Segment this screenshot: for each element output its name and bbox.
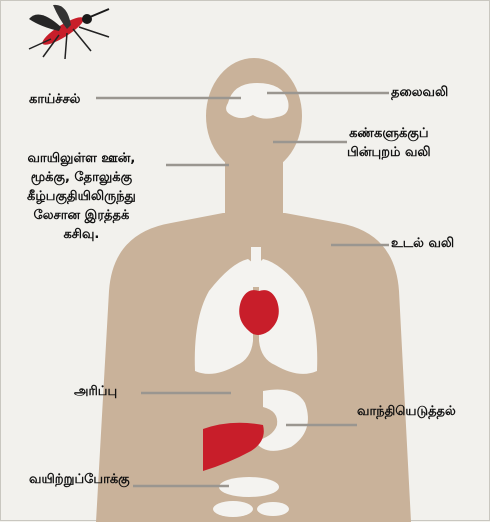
- label-diarrhea: வயிற்றுப்போக்கு: [29, 470, 130, 489]
- label-vomiting: வாந்தியெடுத்தல்: [357, 402, 456, 421]
- label-body-ache: உடல் வலி: [391, 234, 454, 253]
- label-bleeding: வாயிலுள்ள ஊன், மூக்கு, தோலுக்கு கீழ்பகுத…: [27, 149, 136, 244]
- label-fever: காய்ச்சல்: [29, 90, 80, 109]
- label-itching: அரிப்பு: [74, 382, 117, 401]
- label-eye-pain: கண்களுக்குப் பின்புறம் வலி: [347, 124, 431, 162]
- mosquito-icon: [29, 5, 109, 59]
- trachea: [251, 247, 261, 287]
- label-headache: தலைவலி: [391, 83, 448, 102]
